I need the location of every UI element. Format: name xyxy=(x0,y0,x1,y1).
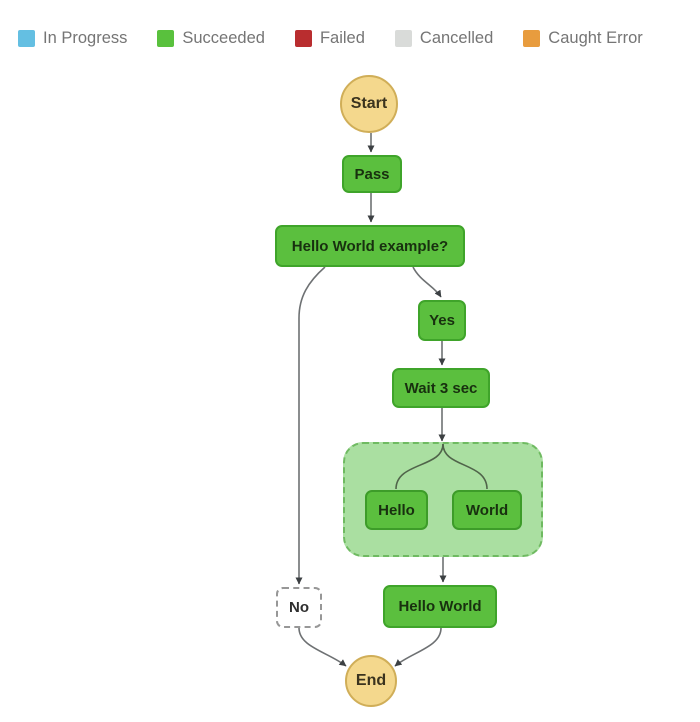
node-hello[interactable]: Hello xyxy=(365,490,428,530)
node-label: Wait 3 sec xyxy=(404,379,478,397)
node-label: Yes xyxy=(429,312,455,329)
legend-item-cancelled: Cancelled xyxy=(394,29,494,48)
succeeded-swatch-icon xyxy=(157,30,175,47)
node-label: End xyxy=(355,672,387,689)
node-start[interactable]: Start xyxy=(340,75,398,133)
failed-swatch-icon xyxy=(294,30,312,47)
node-label: Hello xyxy=(378,501,415,519)
legend-label: In Progress xyxy=(43,29,128,47)
legend-label: Caught Error xyxy=(548,29,643,47)
node-hello-world[interactable]: Hello World xyxy=(383,585,497,628)
node-label: Hello World xyxy=(398,598,482,615)
edge-choice-to-yes xyxy=(412,266,442,298)
cancelled-swatch-icon xyxy=(394,30,412,47)
node-pass[interactable]: Pass xyxy=(342,155,402,193)
legend-label: Cancelled xyxy=(419,29,494,47)
legend-label: Failed xyxy=(319,29,365,47)
node-yes[interactable]: Yes xyxy=(418,300,466,341)
caught-error-swatch-icon xyxy=(523,30,541,47)
node-wait-3-sec[interactable]: Wait 3 sec xyxy=(392,368,490,408)
edge-hello-world-to-end xyxy=(394,627,442,667)
legend-item-caught-error: Caught Error xyxy=(523,29,643,48)
legend-label: Succeeded xyxy=(182,29,265,47)
node-end[interactable]: End xyxy=(345,655,397,707)
node-world[interactable]: World xyxy=(452,490,522,530)
node-choice-hello-world-example[interactable]: Hello World example? xyxy=(275,225,465,267)
node-no[interactable]: No xyxy=(276,587,322,628)
edge-no-to-end xyxy=(298,627,347,667)
legend-item-failed: Failed xyxy=(294,29,365,48)
node-label: Start xyxy=(350,95,388,112)
in-progress-swatch-icon xyxy=(18,30,35,47)
legend-item-in-progress: In Progress xyxy=(18,29,127,48)
node-label: No xyxy=(289,599,309,616)
legend-item-succeeded: Succeeded xyxy=(157,29,265,48)
node-label: Hello World example? xyxy=(291,237,449,255)
node-label: Pass xyxy=(354,165,390,183)
edge-choice-to-no xyxy=(295,266,326,585)
status-legend: In Progress Succeeded Failed Cancelled C… xyxy=(18,29,643,48)
node-label: World xyxy=(465,501,509,519)
